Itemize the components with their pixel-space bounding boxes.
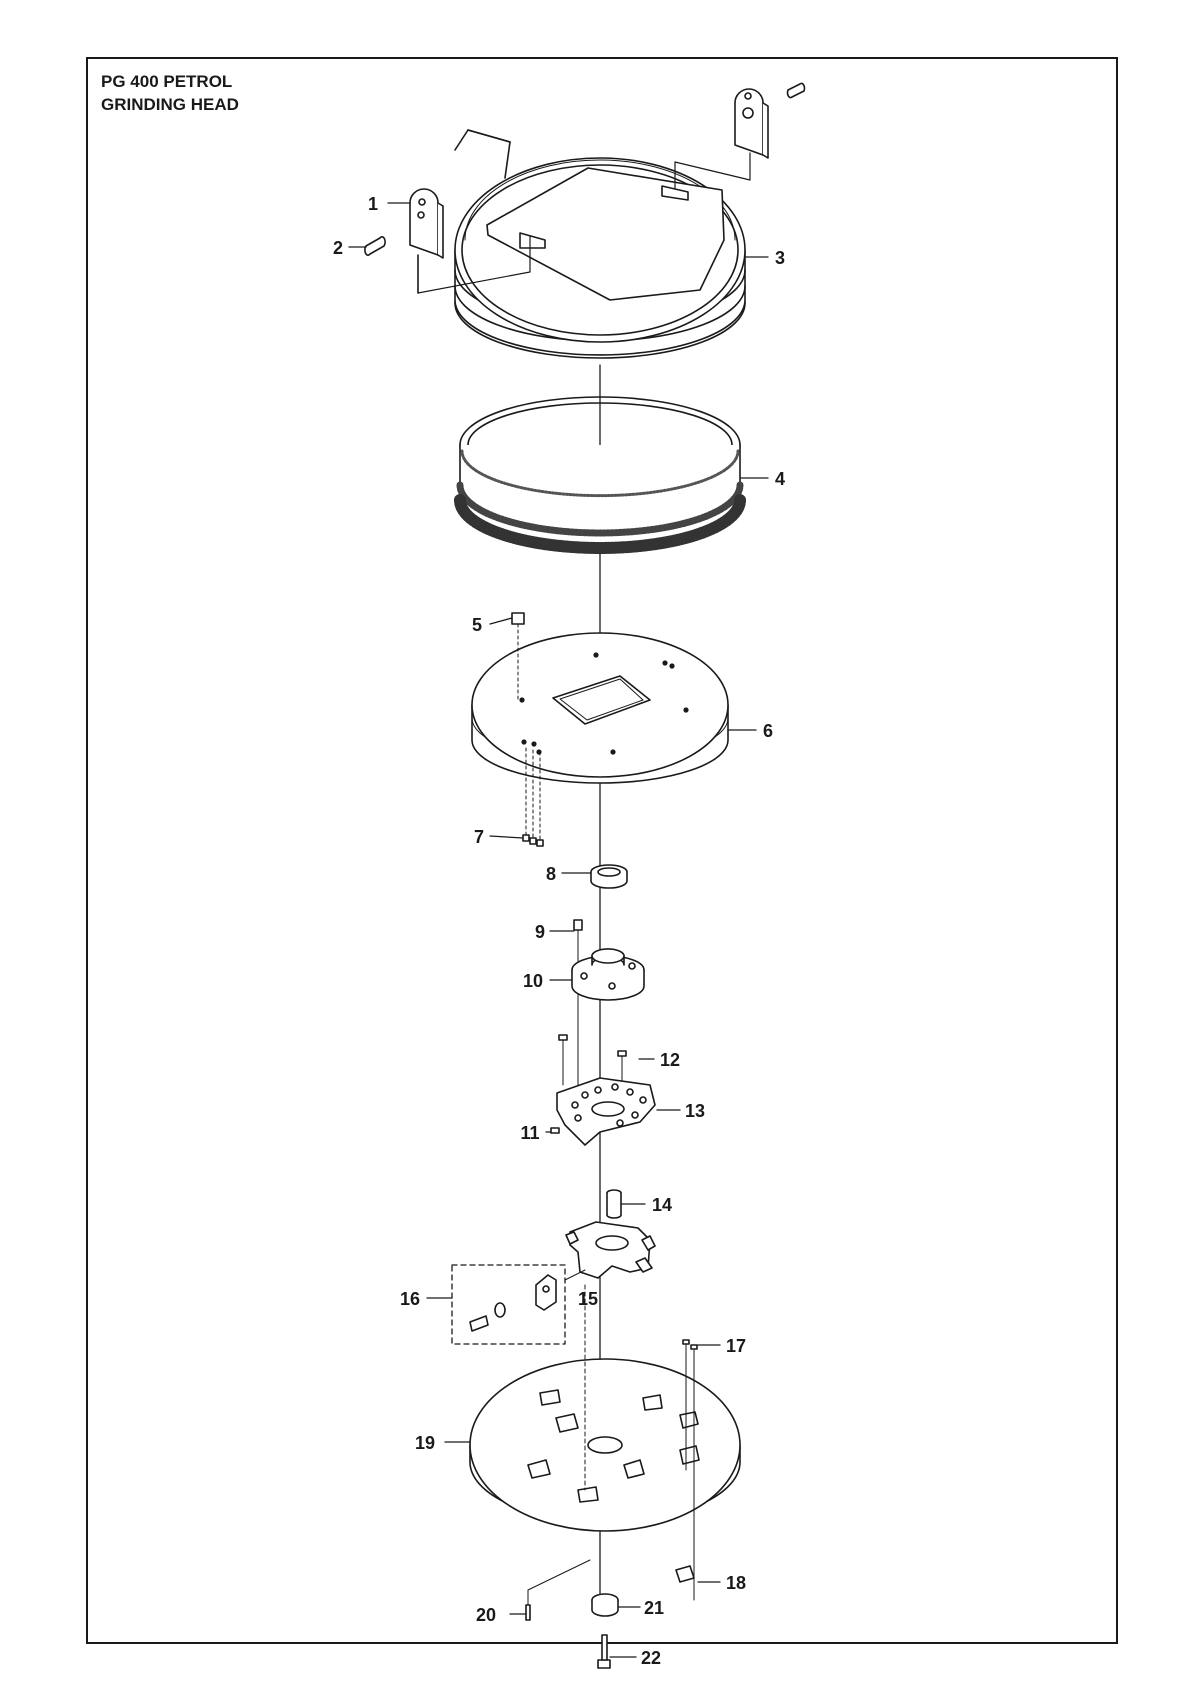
callout-2: 2 (333, 238, 343, 258)
callout-15: 15 (578, 1289, 598, 1309)
part-bracket-right (734, 82, 806, 159)
callout-10: 10 (523, 971, 543, 991)
part-washer (591, 1593, 619, 1617)
callout-16: 16 (400, 1289, 420, 1309)
part-spider (565, 1221, 656, 1279)
part-screw-9 (573, 919, 583, 1111)
callout-7: 7 (474, 827, 484, 847)
part-pin (364, 236, 386, 256)
part-screws-17 (682, 1339, 698, 1601)
part-segment-18 (675, 1565, 695, 1583)
part-bushing (590, 864, 628, 889)
title-line-assembly: GRINDING HEAD (101, 95, 239, 114)
callout-12: 12 (660, 1050, 680, 1070)
part-bolt-top (511, 612, 525, 701)
part-screw-12 (617, 1050, 627, 1101)
part-toothed-ring (454, 396, 746, 554)
callout-6: 6 (763, 721, 773, 741)
callout-11: 11 (520, 1123, 539, 1143)
callout-8: 8 (546, 864, 556, 884)
leader-lines (348, 202, 769, 1658)
callout-18: 18 (726, 1573, 746, 1593)
callout-1: 1 (368, 194, 378, 214)
callout-13: 13 (685, 1101, 705, 1121)
callout-3: 3 (775, 248, 785, 268)
callout-21: 21 (644, 1598, 664, 1618)
part-spider-plate (556, 1077, 656, 1146)
callout-22: 22 (641, 1648, 661, 1668)
part-cover (454, 129, 746, 359)
cover-bracket-link-left-path (417, 235, 531, 294)
part-bolt-bottom (597, 1634, 611, 1669)
callout-4: 4 (775, 469, 785, 489)
callout-20: 20 (476, 1605, 496, 1625)
callout-19: 19 (415, 1433, 435, 1453)
part-grinding-disc (469, 1284, 741, 1532)
callout-14: 14 (652, 1195, 672, 1215)
callout-17: 17 (726, 1336, 746, 1356)
part-bracket-left (409, 188, 444, 259)
title-line-model: PG 400 PETROL (101, 72, 233, 91)
part-screw-11 (550, 1127, 560, 1134)
part-screws (522, 747, 544, 847)
part-screw-20 (525, 1559, 591, 1621)
part-clamp-group (451, 1264, 586, 1345)
page-title: PG 400 PETROL GRINDING HEAD (101, 70, 239, 116)
part-carrier-plate (471, 632, 729, 784)
callout-5: 5 (472, 615, 482, 635)
part-hub-flange (571, 948, 645, 1001)
cover-bracket-link-right-path (674, 152, 751, 189)
part-spacer (606, 1189, 622, 1219)
callout-9: 9 (535, 922, 545, 942)
part-screw-upper (558, 1034, 568, 1086)
